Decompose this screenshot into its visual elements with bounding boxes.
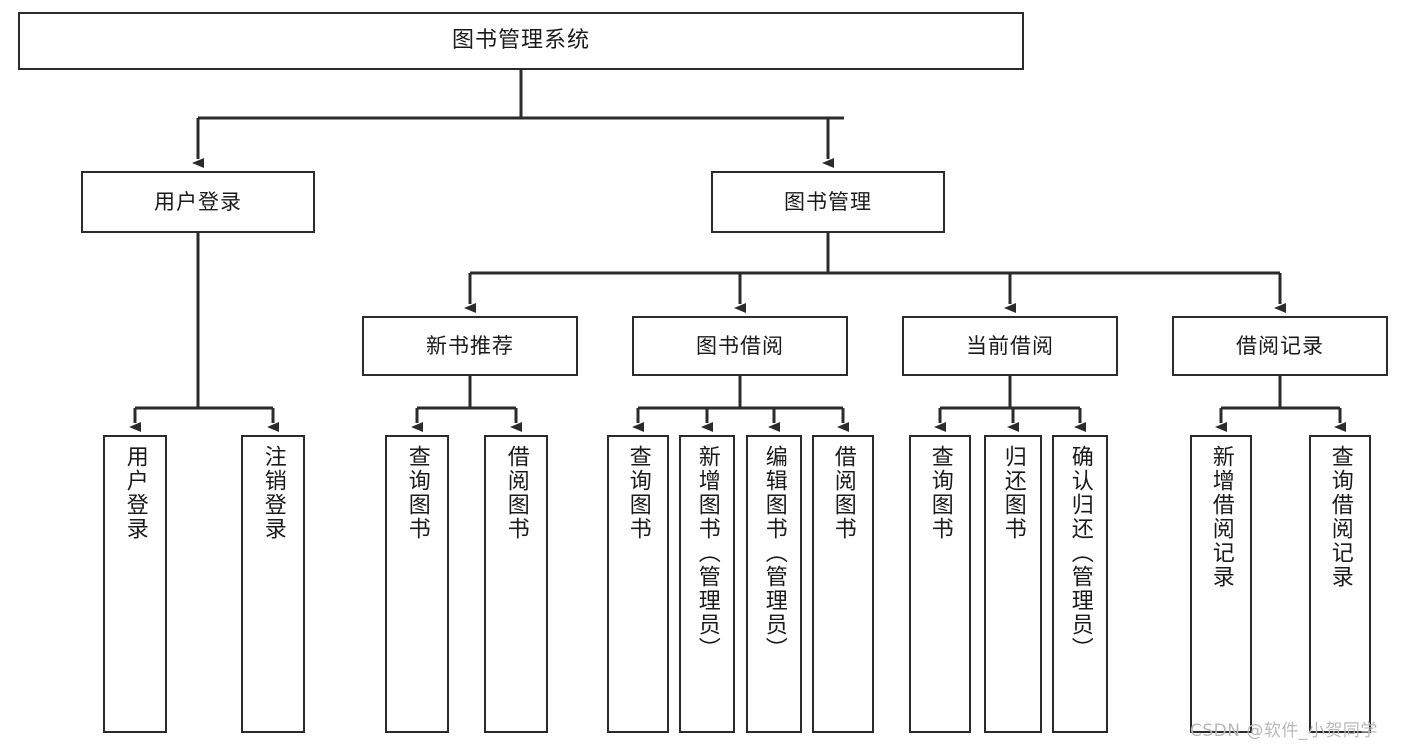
node-leaf-return-book[interactable]: 归还图书 xyxy=(984,435,1042,733)
node-leaf-query-record[interactable]: 查询借阅记录 xyxy=(1309,435,1371,733)
node-leaf-add-book[interactable]: 新增图书（管理员） xyxy=(679,435,735,733)
node-borrow-record-label: 借阅记录 xyxy=(1236,333,1324,358)
node-book-manage-label: 图书管理 xyxy=(784,189,872,214)
node-leaf-query-book-1[interactable]: 查询图书 xyxy=(385,435,449,733)
node-leaf-user-login-label: 用户登录 xyxy=(122,445,148,541)
node-leaf-borrow-book-2[interactable]: 借阅图书 xyxy=(812,435,874,733)
node-leaf-add-book-label: 新增图书（管理员） xyxy=(694,445,720,661)
node-user-login-label: 用户登录 xyxy=(154,189,242,214)
node-book-borrow-label: 图书借阅 xyxy=(696,333,784,358)
node-root-label: 图书管理系统 xyxy=(451,28,590,54)
watermark: CSDN @软件_小贺同学 xyxy=(1190,721,1378,741)
node-leaf-query-book-2-label: 查询图书 xyxy=(625,445,651,541)
node-leaf-confirm-return-label: 确认归还（管理员） xyxy=(1067,445,1093,661)
node-new-book-rec-label: 新书推荐 xyxy=(426,333,514,358)
node-current-borrow[interactable]: 当前借阅 xyxy=(902,316,1118,376)
node-leaf-confirm-return[interactable]: 确认归还（管理员） xyxy=(1052,435,1108,733)
node-leaf-return-book-label: 归还图书 xyxy=(1000,445,1026,541)
node-leaf-query-book-3-label: 查询图书 xyxy=(927,445,953,541)
node-current-borrow-label: 当前借阅 xyxy=(966,333,1054,358)
node-book-manage[interactable]: 图书管理 xyxy=(711,171,945,233)
node-root[interactable]: 图书管理系统 xyxy=(18,12,1024,70)
node-leaf-edit-book[interactable]: 编辑图书（管理员） xyxy=(746,435,802,733)
node-leaf-add-record-label: 新增借阅记录 xyxy=(1208,445,1234,589)
node-borrow-record[interactable]: 借阅记录 xyxy=(1172,316,1388,376)
node-leaf-borrow-book-1-label: 借阅图书 xyxy=(503,445,529,541)
node-leaf-borrow-book-2-label: 借阅图书 xyxy=(830,445,856,541)
node-leaf-user-login[interactable]: 用户登录 xyxy=(103,435,167,733)
node-leaf-add-record[interactable]: 新增借阅记录 xyxy=(1190,435,1252,733)
node-user-login[interactable]: 用户登录 xyxy=(81,171,315,233)
node-leaf-logout[interactable]: 注销登录 xyxy=(241,435,305,733)
node-book-borrow[interactable]: 图书借阅 xyxy=(632,316,848,376)
node-leaf-query-record-label: 查询借阅记录 xyxy=(1327,445,1353,589)
node-new-book-rec[interactable]: 新书推荐 xyxy=(362,316,578,376)
node-leaf-borrow-book-1[interactable]: 借阅图书 xyxy=(484,435,548,733)
node-leaf-query-book-2[interactable]: 查询图书 xyxy=(607,435,669,733)
node-leaf-query-book-3[interactable]: 查询图书 xyxy=(909,435,971,733)
node-leaf-logout-label: 注销登录 xyxy=(260,445,286,541)
node-leaf-edit-book-label: 编辑图书（管理员） xyxy=(761,445,787,661)
node-leaf-query-book-1-label: 查询图书 xyxy=(404,445,430,541)
